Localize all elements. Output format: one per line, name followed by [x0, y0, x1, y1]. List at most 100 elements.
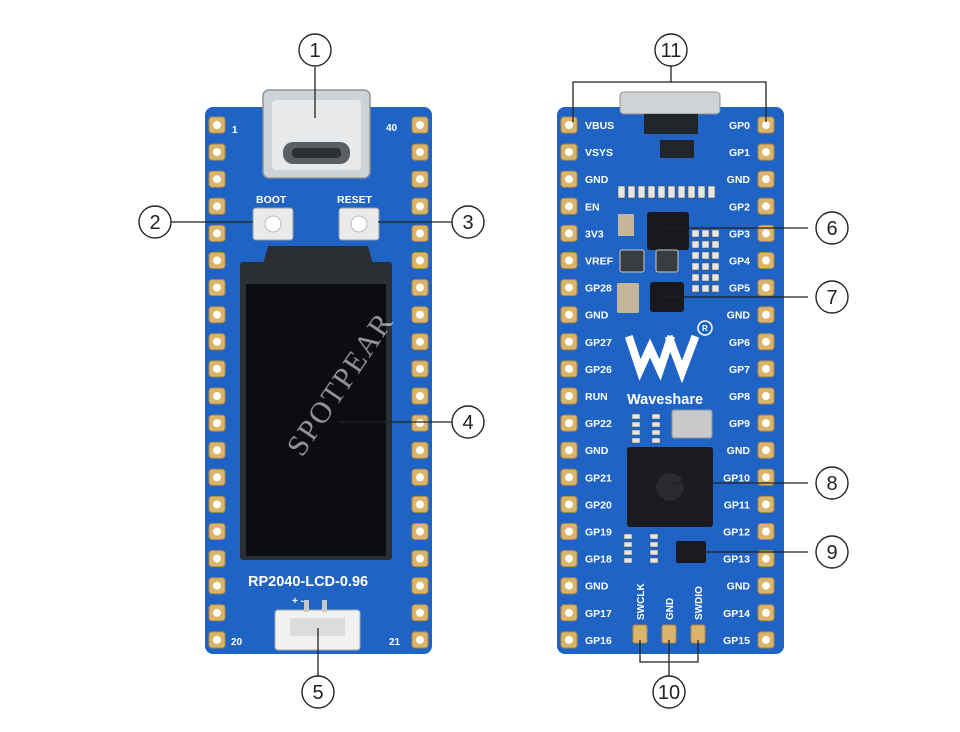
pin-pad	[208, 170, 226, 188]
pin-pad	[757, 550, 775, 568]
front-board: 1 40 20 21 BOOT RESET RP2040-LCD-0.96 + …	[205, 89, 432, 654]
smd-capacitor	[711, 262, 720, 271]
smd-capacitor	[649, 549, 659, 556]
smd-capacitor	[651, 429, 661, 436]
pin-pad	[560, 116, 578, 134]
pin-pad	[411, 441, 429, 459]
pin-pad	[560, 306, 578, 324]
pin-label: GP10	[723, 472, 750, 484]
pin-label: GND	[585, 174, 609, 186]
pin-label: GP9	[729, 418, 750, 430]
pin-pad	[411, 279, 429, 297]
front-pin-pads	[208, 116, 429, 649]
pin-pad	[560, 333, 578, 351]
smd-capacitor	[649, 533, 659, 540]
pin-pad	[560, 414, 578, 432]
pin-pad	[560, 224, 578, 242]
smd-capacitor	[631, 429, 641, 436]
smd-resistor	[627, 185, 636, 199]
pin-pad	[757, 387, 775, 405]
pin-label: GND	[727, 445, 751, 457]
smd-capacitor	[649, 541, 659, 548]
smd-capacitor	[631, 437, 641, 444]
smd-capacitor	[711, 273, 720, 282]
pin-pad	[757, 224, 775, 242]
back-pin-pads	[560, 116, 775, 649]
smd-resistor	[667, 185, 676, 199]
pin-pad	[208, 143, 226, 161]
pin-label: VREF	[585, 256, 614, 268]
pin-pad	[560, 279, 578, 297]
pin-pad	[757, 279, 775, 297]
pin-label: EN	[585, 201, 600, 213]
pin-pad	[757, 360, 775, 378]
pin-pad	[208, 116, 226, 134]
smd-resistor	[707, 185, 716, 199]
pin-pad	[411, 577, 429, 595]
pin-pad	[560, 360, 578, 378]
smd-resistor	[677, 185, 686, 199]
pin-pad	[560, 441, 578, 459]
pin-pad	[757, 495, 775, 513]
pin-pad	[411, 252, 429, 269]
pin-label: GND	[727, 174, 751, 186]
smd-capacitor	[701, 229, 710, 238]
pin-label: GP14	[723, 608, 750, 620]
smd-capacitor	[623, 533, 633, 540]
pin-pad	[411, 360, 429, 378]
smd-capacitor	[701, 240, 710, 249]
callout-3-number: 3	[462, 212, 473, 234]
pin-pad	[560, 604, 578, 622]
back-pcb	[557, 107, 784, 654]
pin-pad	[560, 197, 578, 215]
smd-capacitor	[691, 284, 700, 293]
smd-capacitor	[701, 273, 710, 282]
callout-5: 5	[301, 675, 335, 709]
pin-pad	[560, 468, 578, 486]
pin-pad	[560, 387, 578, 405]
lcd-display	[240, 246, 392, 560]
pin-pad	[208, 279, 226, 297]
pin-label: GP2	[729, 201, 750, 213]
pin-pad	[411, 550, 429, 568]
pin-pad	[757, 143, 775, 161]
reset-label: RESET	[337, 194, 373, 206]
pin-label: GP0	[729, 120, 750, 132]
waveshare-logo: R	[624, 320, 713, 384]
pin-pad	[757, 441, 775, 459]
pin-pad	[411, 495, 429, 513]
pin-label: VBUS	[585, 120, 614, 132]
pin-pad	[757, 414, 775, 432]
smd-capacitor	[691, 240, 700, 249]
callout-bubbles: 1 2 3 4 5 6 7 8 9 10 11	[138, 33, 849, 709]
pin-label: GND	[585, 310, 609, 322]
smd-components	[617, 185, 720, 564]
pin-pad	[208, 252, 226, 269]
pin-pad	[560, 495, 578, 513]
pin-pad	[757, 604, 775, 622]
pin-pad	[560, 170, 578, 188]
pin-40-label: 40	[386, 123, 398, 134]
smd-capacitor	[711, 284, 720, 293]
pin-label: GP4	[729, 256, 750, 268]
pin-label: GP15	[723, 635, 750, 647]
pin-pad	[208, 441, 226, 459]
pin-pad	[757, 468, 775, 486]
pin-pad	[411, 170, 429, 188]
swd-label: SWDIO	[694, 586, 705, 620]
smd-resistor	[617, 185, 626, 199]
reset-button[interactable]	[338, 207, 380, 241]
pin-label: GP17	[585, 608, 612, 620]
pin-pad	[411, 604, 429, 622]
boot-button[interactable]	[252, 207, 294, 241]
smd-resistor	[697, 185, 706, 199]
smd-resistor	[687, 185, 696, 199]
pin-pad	[208, 495, 226, 513]
pin-pad	[411, 116, 429, 134]
pin-1-label: 1	[232, 125, 238, 136]
callout-3: 3	[451, 205, 485, 239]
pin-label: GP3	[729, 228, 750, 240]
pin-pad	[411, 414, 429, 432]
